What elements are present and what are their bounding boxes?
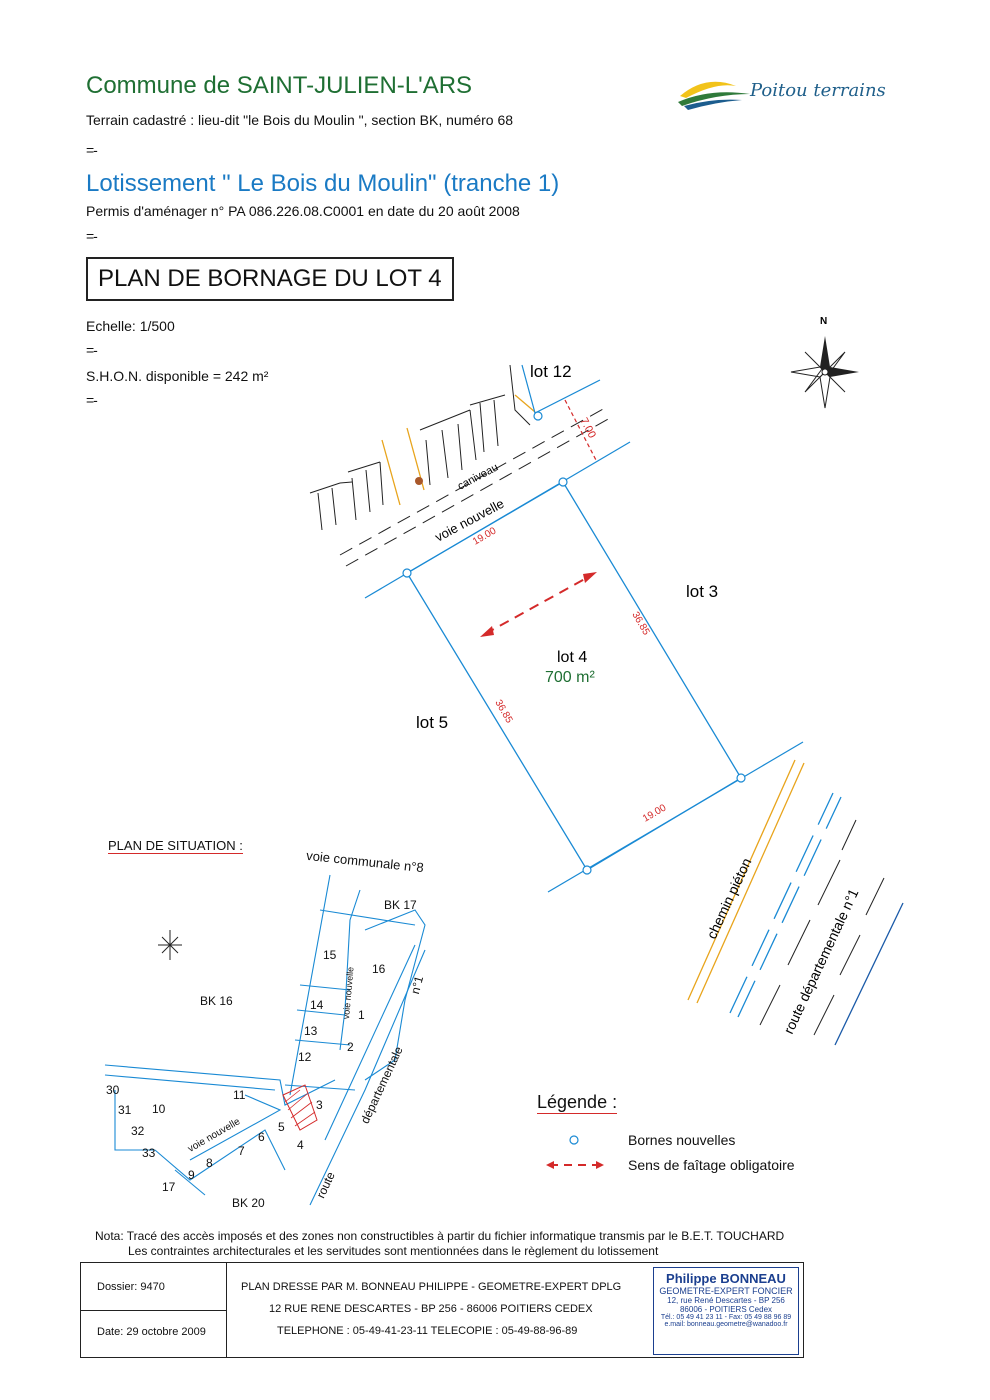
parcel-label: 7 xyxy=(238,1144,245,1158)
dim-36-left: 36.85 xyxy=(492,698,514,726)
parcel-label: 14 xyxy=(310,998,324,1012)
legend-title: Légende : xyxy=(537,1092,618,1114)
borne-legend-icon xyxy=(569,1135,579,1145)
footer-line1: PLAN DRESSE PAR M. BONNEAU PHILIPPE - GE… xyxy=(241,1281,622,1293)
lot4-area: 700 m² xyxy=(545,669,595,686)
geometre-stamp: Philippe BONNEAU GEOMETRE-EXPERT FONCIER… xyxy=(653,1267,799,1355)
north-label: N xyxy=(820,316,827,327)
parcel-label: 11 xyxy=(233,1088,246,1102)
parcel-label: 15 xyxy=(323,948,337,962)
stamp-name: Philippe BONNEAU xyxy=(666,1271,786,1286)
situation-plan xyxy=(104,874,426,1206)
situation-title: PLAN DE SITUATION : xyxy=(108,838,243,854)
dim-19-top: 19.00 xyxy=(471,525,499,547)
compass-rose-icon xyxy=(790,336,859,409)
borne-marker xyxy=(533,411,543,421)
lot12-label: lot 12 xyxy=(530,362,572,381)
stamp-mail: e.mail: bonneau.geometre@wanadoo.fr xyxy=(664,1321,788,1328)
terrain-line: Terrain cadastré : lieu-dit "le Bois du … xyxy=(86,112,514,128)
bornage-plan: N caniveau voie nouvelle 7.00 lot 12 xyxy=(309,316,904,1046)
footer-line2: 12 RUE RENE DESCARTES - BP 256 - 86006 P… xyxy=(269,1303,593,1315)
parcel-label: 9 xyxy=(188,1168,195,1182)
poitou-terrains-logo: Poitou terrains xyxy=(676,72,936,116)
parcel-label: 3 xyxy=(316,1098,323,1112)
nota-line1: Nota: Tracé des accès imposés et des zon… xyxy=(95,1229,785,1243)
parcel-label: 5 xyxy=(278,1120,285,1134)
borne-marker xyxy=(558,477,568,487)
parcel-label: 30 xyxy=(106,1083,120,1097)
parcel-label: 16 xyxy=(372,962,386,976)
stamp-addr1: 12, rue René Descartes - BP 256 xyxy=(667,1296,785,1305)
legend-bornes: Bornes nouvelles xyxy=(628,1132,736,1148)
parcel-label: 32 xyxy=(131,1124,145,1138)
nota-line2: Les contraintes architecturales et les s… xyxy=(128,1244,659,1258)
leaf-logo-icon xyxy=(678,81,750,110)
parcel-label: 6 xyxy=(258,1130,265,1144)
bk16-label: BK 16 xyxy=(200,994,233,1008)
borne-marker xyxy=(736,773,746,783)
borne-marker xyxy=(402,568,412,578)
separator: =- xyxy=(86,342,98,358)
legend-symbols xyxy=(546,1135,604,1169)
lot5-label: lot 5 xyxy=(416,713,448,732)
separator: =- xyxy=(86,142,98,158)
date: Date: 29 octobre 2009 xyxy=(97,1326,206,1338)
lotissement-title: Lotissement " Le Bois du Moulin" (tranch… xyxy=(86,170,560,197)
commune-title: Commune de SAINT-JULIEN-L'ARS xyxy=(86,72,473,99)
lot4-label: lot 4 xyxy=(557,649,587,666)
stamp-addr2: 86006 - POITIERS Cedex xyxy=(679,1305,773,1314)
footer-cartouche: Dossier: 9470 Date: 29 octobre 2009 PLAN… xyxy=(80,1262,804,1358)
parcel-label: 31 xyxy=(118,1103,132,1117)
parcel-label: 2 xyxy=(347,1040,354,1054)
legend-faitage: Sens de faîtage obligatoire xyxy=(628,1157,795,1173)
parcel-label: 13 xyxy=(304,1024,318,1038)
plan-title: PLAN DE BORNAGE DU LOT 4 xyxy=(86,257,454,301)
permis-line: Permis d'aménager n° PA 086.226.08.C0001… xyxy=(86,203,520,219)
dim-7-label: 7.00 xyxy=(577,416,598,441)
parcel-label: 4 xyxy=(297,1138,304,1152)
stamp-title: GEOMETRE-EXPERT FONCIER xyxy=(659,1286,793,1296)
dim-19-bottom: 19.00 xyxy=(641,802,669,824)
road-hatch xyxy=(759,819,885,1036)
logo-text: Poitou terrains xyxy=(750,80,886,101)
parcel-label: 8 xyxy=(206,1156,213,1170)
dossier: Dossier: 9470 xyxy=(97,1281,165,1293)
mini-compass-icon xyxy=(158,930,182,960)
chemin-label: chemin piéton xyxy=(703,856,754,942)
stamp-tel: Tél.: 05 49 41 23 11 - Fax: 05 49 88 96 … xyxy=(660,1314,792,1321)
separator: =- xyxy=(86,392,98,408)
borne-marker xyxy=(582,865,592,875)
bk20-label: BK 20 xyxy=(232,1196,265,1210)
parcel-label: 17 xyxy=(162,1180,176,1194)
parcel-label: 1 xyxy=(358,1008,365,1022)
echelle: Echelle: 1/500 xyxy=(86,318,175,334)
lot3-label: lot 3 xyxy=(686,582,718,601)
caniveau-lines xyxy=(339,407,611,567)
parcel-label: 33 xyxy=(142,1146,156,1160)
footer-line3: TELEPHONE : 05-49-41-23-11 TELECOPIE : 0… xyxy=(277,1325,578,1337)
existing-buildings xyxy=(309,364,531,531)
tree-icon xyxy=(415,477,423,485)
bk17-label: BK 17 xyxy=(384,898,417,912)
separator: =- xyxy=(86,228,98,244)
route-lines xyxy=(729,792,842,1018)
shon: S.H.O.N. disponible = 242 m² xyxy=(86,368,269,384)
parcel-label: 12 xyxy=(298,1050,312,1064)
parcel-label: 10 xyxy=(152,1102,166,1116)
caniveau-label: caniveau xyxy=(456,461,501,492)
